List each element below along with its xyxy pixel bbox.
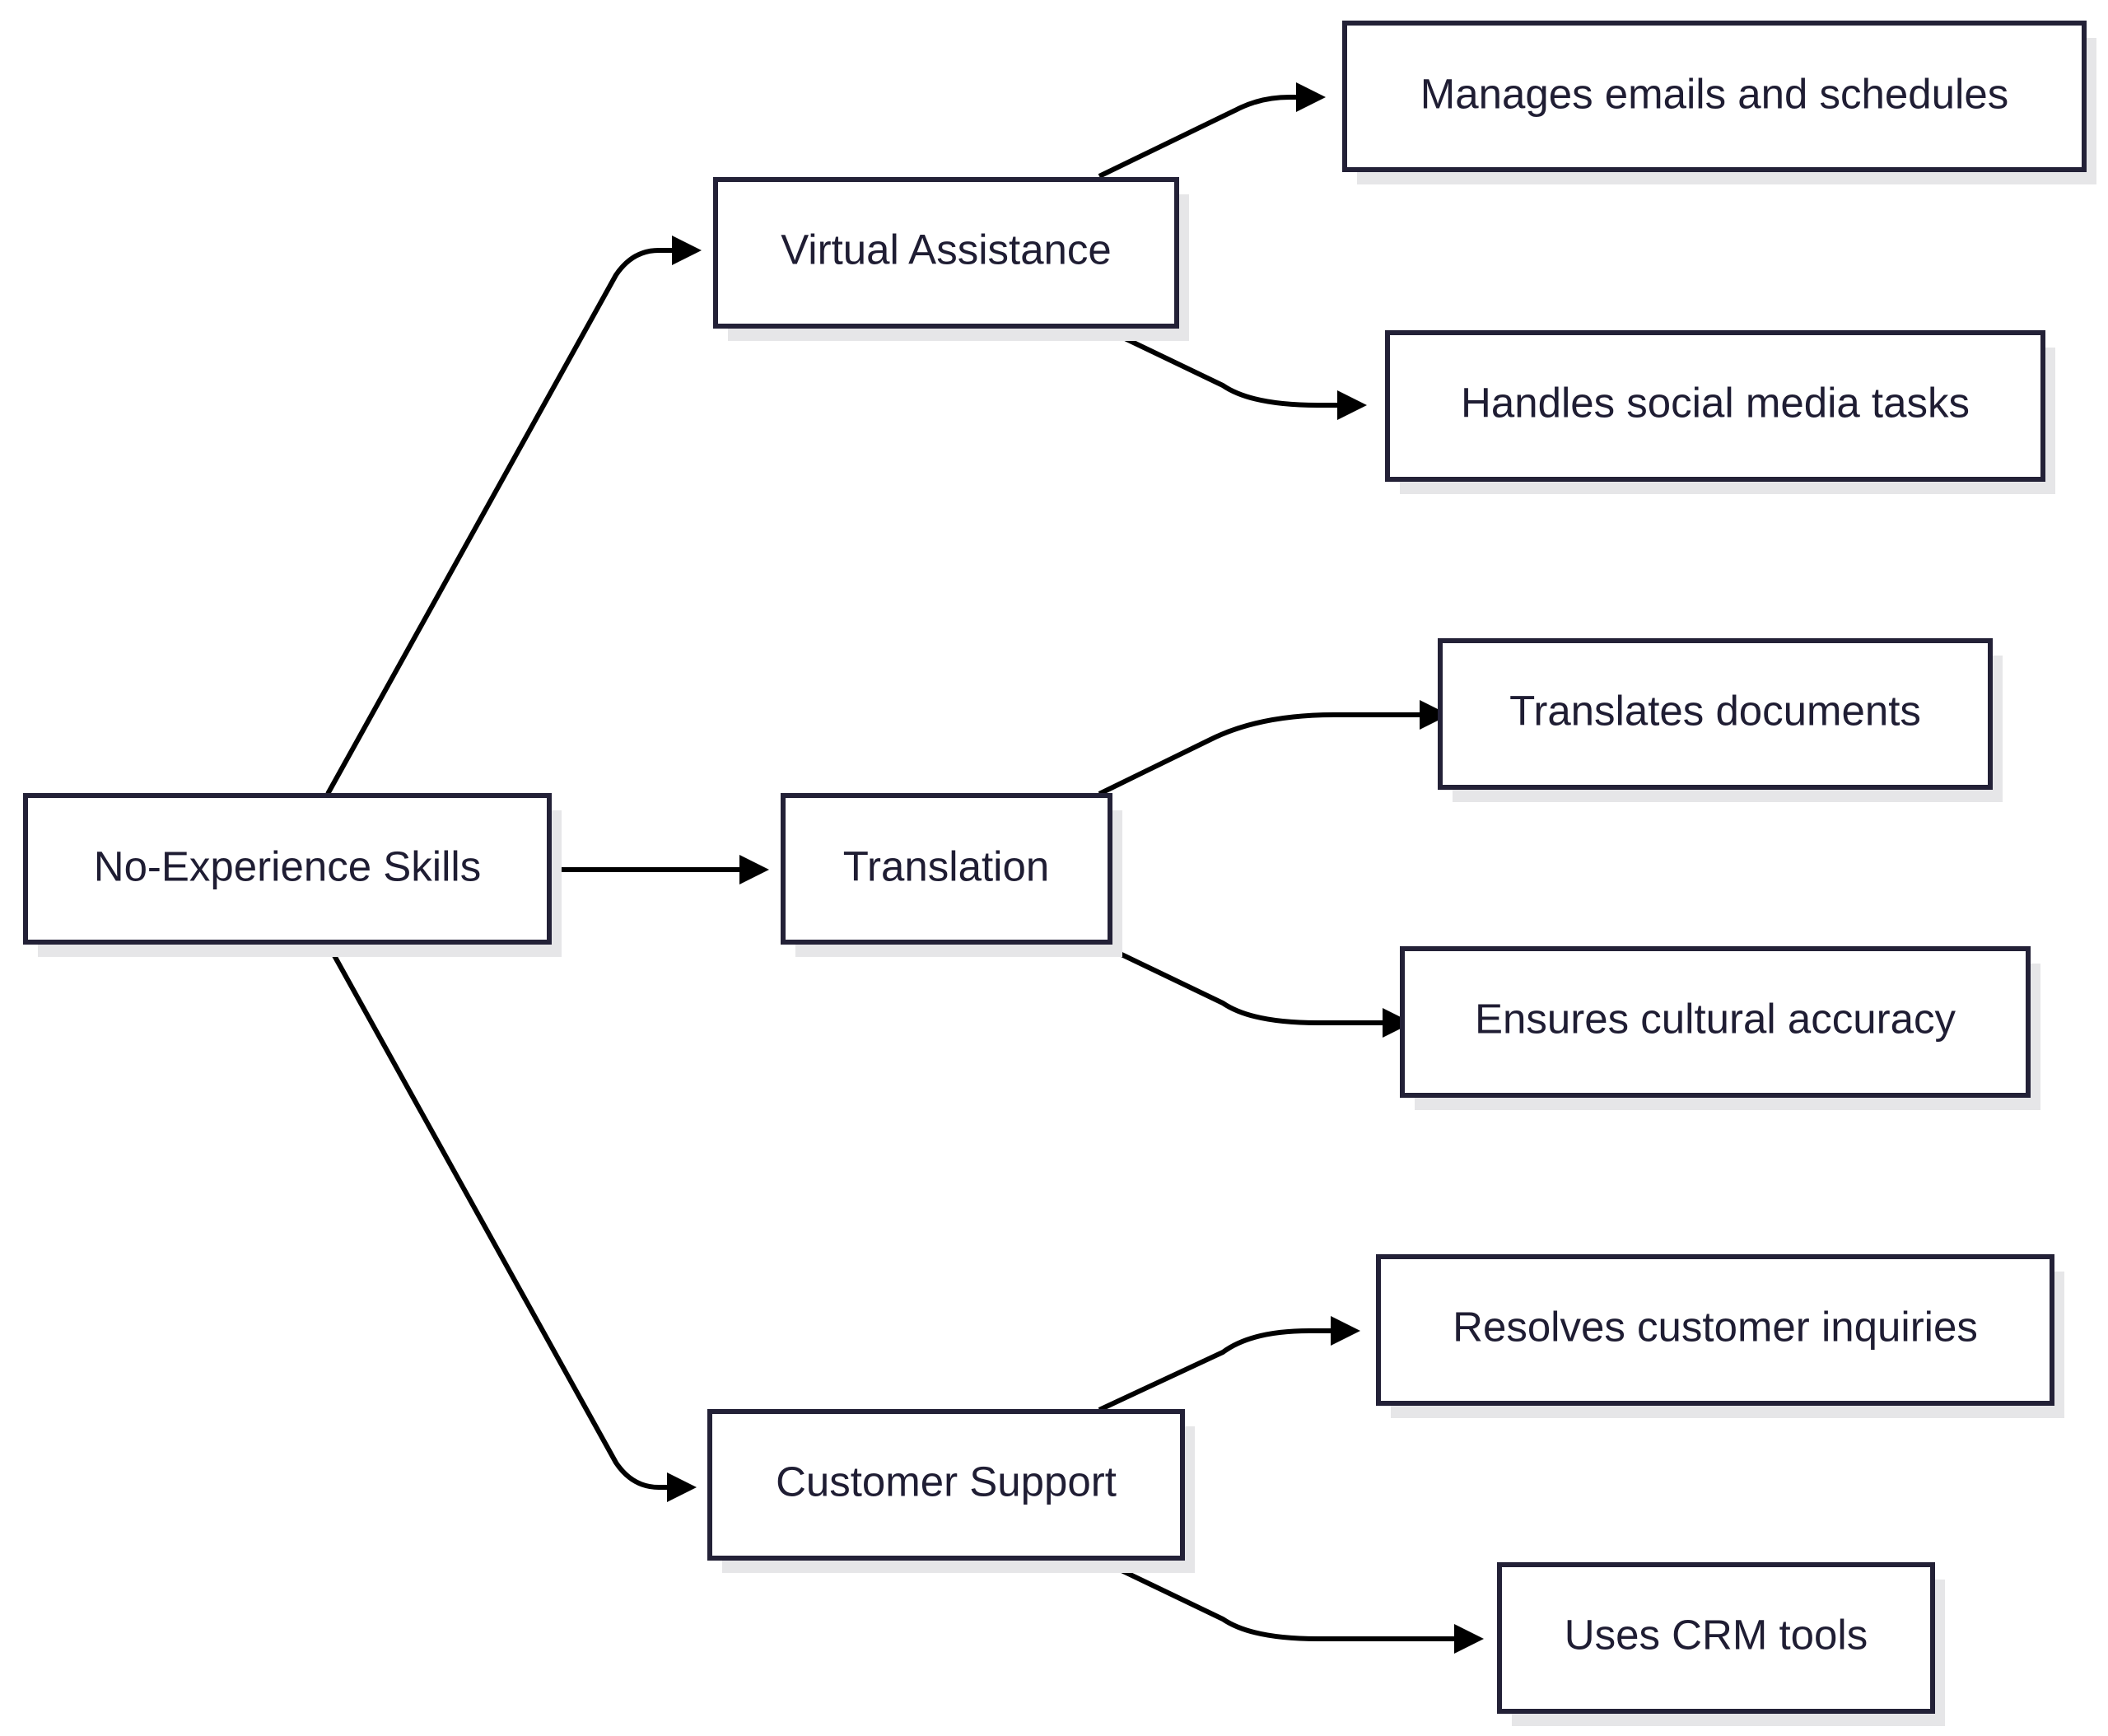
node-translation[interactable]: Translation <box>781 793 1122 957</box>
node-virtual-assistance[interactable]: Virtual Assistance <box>713 177 1189 341</box>
node-label: Uses CRM tools <box>1565 1611 1868 1658</box>
node-manages-emails-and-schedules[interactable]: Manages emails and schedules <box>1342 21 2096 184</box>
node-ensures-cultural-accuracy[interactable]: Ensures cultural accuracy <box>1400 946 2040 1110</box>
node-label: Virtual Assistance <box>781 226 1112 273</box>
node-label: Resolves customer inquiries <box>1453 1303 1978 1350</box>
edge-translation-to-translates-documents <box>1098 700 1449 796</box>
node-label: Translates documents <box>1509 687 1921 734</box>
node-customer-support[interactable]: Customer Support <box>707 1409 1195 1573</box>
edge-translation-to-cultural-accuracy <box>1098 941 1412 1038</box>
node-label: No-Experience Skills <box>94 842 482 889</box>
edge-virtual-assistance-to-handles-social <box>1098 324 1367 420</box>
edge-root-to-customer-support <box>325 942 697 1502</box>
node-label: Customer Support <box>776 1458 1117 1505</box>
node-resolves-customer-inquiries[interactable]: Resolves customer inquiries <box>1376 1254 2064 1418</box>
node-uses-crm-tools[interactable]: Uses CRM tools <box>1497 1562 1945 1726</box>
edges <box>325 82 1484 1654</box>
node-label: Handles social media tasks <box>1461 379 1970 426</box>
node-label: Ensures cultural accuracy <box>1475 995 1956 1042</box>
edge-customer-support-to-resolves-inquiries <box>1098 1316 1360 1412</box>
edge-customer-support-to-crm-tools <box>1098 1557 1484 1654</box>
node-handles-social-media-tasks[interactable]: Handles social media tasks <box>1385 330 2055 494</box>
edge-virtual-assistance-to-manages-emails <box>1098 82 1326 179</box>
edge-root-to-virtual-assistance <box>325 236 702 796</box>
node-no-experience-skills[interactable]: No-Experience Skills <box>23 793 562 957</box>
nodes: No-Experience Skills Virtual Assistance … <box>23 21 2096 1726</box>
node-label: Translation <box>843 842 1049 889</box>
node-label: Manages emails and schedules <box>1420 70 2008 117</box>
node-translates-documents[interactable]: Translates documents <box>1438 638 2003 802</box>
